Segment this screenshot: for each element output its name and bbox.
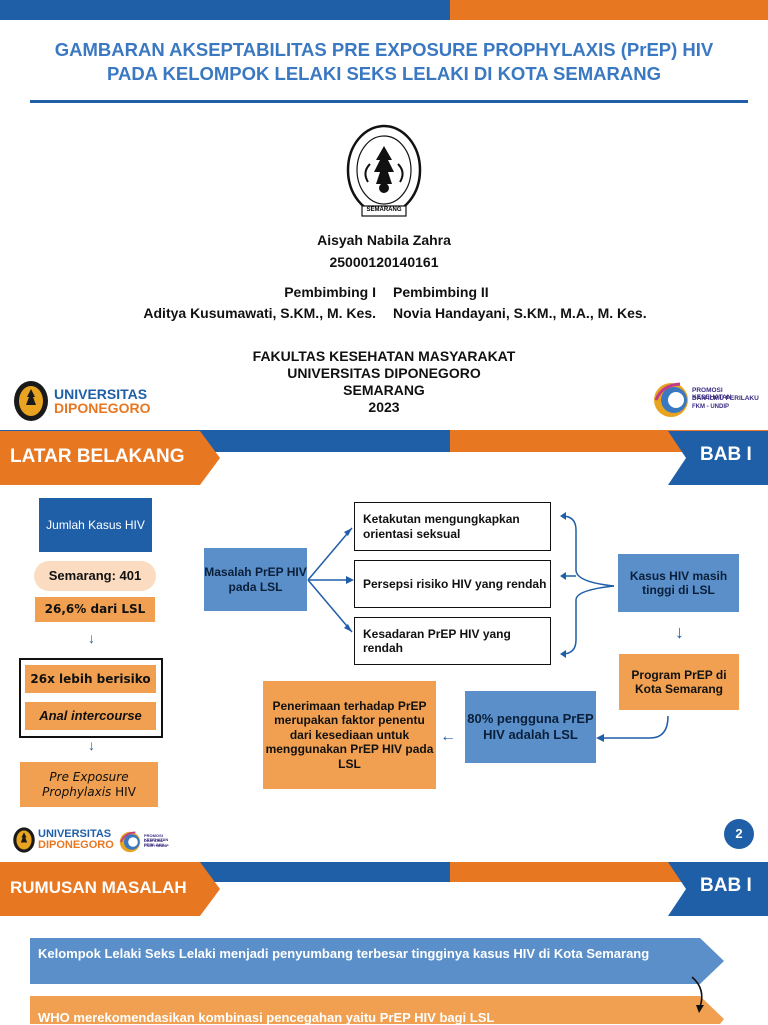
prep-left-box: Pre Exposure Prophylaxis HIV — [20, 762, 158, 807]
kasus-tinggi-box: Kasus HIV masih tinggi di LSL — [618, 554, 739, 612]
merge-arrows — [560, 512, 615, 658]
logo-left-line1: UNIVERSITAS — [54, 386, 148, 402]
logo-left-line2: DIPONEGORO — [54, 400, 151, 416]
author-nim: 25000120140161 — [329, 254, 439, 270]
seal-bottom-text: SEMARANG — [366, 207, 402, 213]
pembimbing1-label: Pembimbing I — [284, 284, 376, 300]
promkes-logo-small: PROMOSI KESEHATAN DAN ILMU PERILAKU FKM … — [118, 830, 182, 856]
program-box: Program PrEP di Kota Semarang — [619, 654, 739, 710]
penerimaan-box: Penerimaan terhadap PrEP merupakan fakto… — [263, 681, 436, 789]
jumlah-kasus-box: Jumlah Kasus HIV — [39, 498, 152, 552]
return-arrow — [596, 715, 669, 742]
year: 2023 — [368, 399, 400, 415]
arrow-icon: ↓ — [675, 622, 684, 642]
point1-arrow — [30, 938, 724, 984]
logo-right-line2: DAN ILMU PERILAKU — [692, 395, 759, 402]
arrow-icon: ↓ — [88, 737, 95, 753]
section-title-latar: LATAR BELAKANG — [10, 446, 185, 467]
promkes-logo: PROMOSI KESEHATAN DAN ILMU PERILAKU FKM … — [652, 380, 762, 420]
section-banner-latar — [0, 431, 220, 485]
city: SEMARANG — [343, 382, 425, 398]
bab-label: BAB I — [700, 444, 752, 465]
arrow-icon: ← — [440, 728, 456, 745]
penerimaan-line2: merupakan faktor penentu dari kesediaan … — [265, 713, 434, 771]
undip-logo-icon — [13, 827, 35, 853]
logo-right-line3: FKM - UNDIP — [692, 404, 729, 410]
section-title-rumusan: RUMUSAN MASALAH — [10, 878, 187, 897]
bab-banner-3 — [668, 862, 768, 916]
undip-logo: UNIVERSITAS DIPONEGORO — [12, 379, 162, 423]
persen-lsl-box: 26,6% dari LSL — [35, 597, 155, 622]
faculty: FAKULTAS KESEHATAN MASYARAKAT — [252, 348, 516, 364]
logo-right-line3-small: FKM - UNDIP — [144, 843, 169, 848]
persepsi-box: Persepsi risiko HIV yang rendah — [354, 560, 551, 608]
university: UNIVERSITAS DIPONEGORO — [287, 365, 481, 381]
semarang-box: Semarang: 401 — [34, 561, 156, 591]
logo-right-line1: PROMOSI KESEHATAN — [692, 387, 732, 401]
bab-label-3: BAB I — [700, 875, 752, 896]
top-bar-orange — [450, 0, 768, 20]
top-bar-blue — [0, 0, 450, 20]
logo-right-line1-small: PROMOSI KESEHATAN — [144, 833, 169, 842]
institution-block: FAKULTAS KESEHATAN MASYARAKAT UNIVERSITA… — [0, 348, 768, 416]
rumusan-point-1: Kelompok Lelaki Seks Lelaki menjadi peny… — [38, 946, 650, 961]
title-divider — [30, 100, 748, 103]
author-name: Aisyah Nabila Zahra — [317, 232, 451, 248]
point2-arrow — [30, 996, 724, 1024]
berisiko-box: 26x lebih berisiko — [25, 665, 156, 693]
pembimbing2-label: Pembimbing II — [393, 284, 489, 300]
logo-left-line1-small: UNIVERSITAS — [38, 828, 112, 840]
undip-logo-icon — [14, 381, 48, 421]
anal-box: Anal intercourse — [25, 702, 156, 730]
prep-left-italic: Pre Exposure Prophylaxis — [42, 770, 129, 799]
section-banner-rumusan — [0, 862, 220, 916]
masalah-box: Masalah PrEP HIV pada LSL — [204, 548, 307, 611]
logo-right-line2-small: DAN ILMU PERILAKU — [144, 838, 165, 847]
arrow-icon: ↓ — [88, 630, 95, 646]
penerimaan-line1: Penerimaan terhadap PrEP — [272, 699, 427, 714]
risiko-group — [19, 658, 163, 738]
promkes-logo-icon — [119, 831, 141, 853]
logo-left-line2-small: DIPONEGORO — [38, 839, 114, 851]
university-seal-icon: SEMARANG — [344, 124, 424, 220]
bab-banner — [668, 431, 768, 485]
curved-arrow-icon — [691, 976, 704, 1013]
pembimbing2-name: Novia Handayani, S.KM., M.A., M. Kes. — [393, 305, 647, 321]
promkes-logo-icon — [654, 382, 688, 417]
pengguna-box: 80% pengguna PrEP HIV adalah LSL — [465, 691, 596, 763]
presentation-title: GAMBARAN AKSEPTABILITAS PRE EXPOSURE PRO… — [54, 39, 714, 84]
pembimbing1-name: Aditya Kusumawati, S.KM., M. Kes. — [143, 305, 376, 321]
kesadaran-box: Kesadaran PrEP HIV yang rendah — [354, 617, 551, 665]
ketakutan-box: Ketakutan mengungkapkan orientasi seksua… — [354, 502, 551, 551]
prep-left-rest: HIV — [111, 784, 136, 799]
undip-logo-small: UNIVERSITAS DIPONEGORO — [12, 826, 122, 856]
rumusan-point-2: WHO merekomendasikan kombinasi pencegaha… — [38, 1010, 495, 1025]
branch-arrows — [307, 527, 354, 633]
page-number: 2 — [724, 819, 754, 849]
